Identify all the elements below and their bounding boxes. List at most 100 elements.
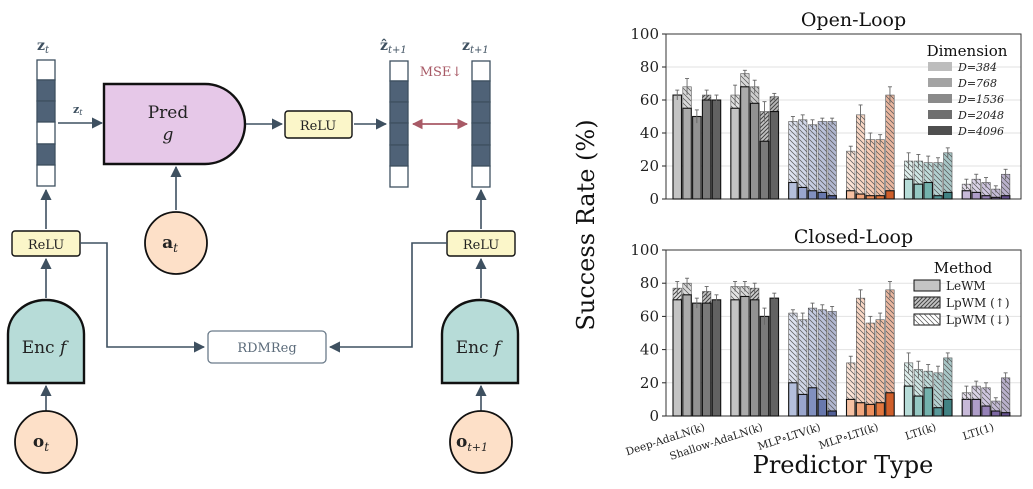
- bar-hatch-pattern: [682, 86, 692, 109]
- y-tick-label: 60: [640, 307, 659, 325]
- bar-hatch-pattern: [856, 114, 865, 195]
- bar: [769, 111, 780, 200]
- z-next-vector: [471, 60, 491, 188]
- bar: [855, 193, 866, 200]
- relu-label-pred: ReLU: [300, 119, 336, 134]
- z-t-arrow-label: zt: [73, 103, 83, 117]
- bar: [885, 190, 895, 200]
- bar-hatch-pattern: [760, 111, 769, 142]
- bar: [903, 385, 914, 417]
- bar: [788, 382, 798, 417]
- bar-hatch-pattern: [818, 121, 827, 193]
- bar: [672, 94, 683, 200]
- bar-hatch-pattern: [933, 162, 943, 196]
- z-t-vector: [36, 59, 56, 187]
- y-tick-label: 40: [640, 124, 659, 142]
- y-tick-label: 20: [640, 157, 659, 175]
- bar-hatch-pattern: [827, 311, 837, 412]
- bar: [865, 403, 876, 417]
- legend-hatch: [914, 297, 940, 308]
- x-tick-label: MLP∘LTI(k): [817, 421, 879, 451]
- y-tick-label: 80: [640, 58, 659, 76]
- bar-hatch-pattern: [740, 73, 750, 87]
- bar: [730, 299, 740, 417]
- bar: [730, 107, 740, 200]
- plot-frame: [665, 249, 1022, 417]
- observation-node-t: [14, 410, 78, 474]
- y-tick-label: 100: [630, 241, 659, 259]
- legend-item: D=4096: [957, 125, 1004, 138]
- bar: [961, 190, 972, 200]
- bar: [817, 191, 828, 200]
- chart-panel-closed-loop: 020406080100Closed-LoopDeep-AdaLN(k)Shal…: [624, 226, 1022, 463]
- legend-swatch: [928, 110, 952, 119]
- legend-item: D=768: [957, 77, 997, 90]
- y-tick-label: 60: [640, 91, 659, 109]
- y-tick-label: 0: [649, 407, 659, 425]
- bar: [875, 195, 885, 200]
- x-tick-label: MLP∘LTV(k): [756, 421, 822, 453]
- bar: [701, 302, 712, 417]
- legend-item: D=2048: [957, 109, 1004, 122]
- y-tick-label: 40: [640, 341, 659, 359]
- action-label: at: [162, 233, 178, 255]
- y-tick-label: 0: [649, 190, 659, 208]
- bar-hatch-pattern: [866, 139, 875, 196]
- bar: [855, 402, 866, 417]
- bar: [788, 181, 798, 200]
- bar-hatch-pattern: [798, 119, 807, 188]
- bar-hatch-pattern: [914, 161, 923, 185]
- encoder-label-right: Enc f: [456, 338, 503, 358]
- bar: [1000, 195, 1011, 200]
- chart-title: Closed-Loop: [794, 226, 913, 248]
- relu-box-pred: [284, 110, 353, 139]
- bar: [981, 405, 991, 417]
- legend-swatch: [913, 279, 941, 292]
- bar-hatch-pattern: [981, 182, 991, 196]
- rdmreg-label: RDMReg: [237, 341, 296, 356]
- observation-label-t-plus-1: ot+1: [456, 432, 488, 454]
- bar-hatch-pattern: [991, 189, 1001, 198]
- bar-hatch-pattern: [750, 86, 759, 104]
- bar: [749, 299, 760, 417]
- bar: [711, 99, 722, 200]
- bar: [845, 190, 856, 200]
- z-next-label: zt+1: [462, 38, 489, 56]
- bar: [701, 99, 712, 200]
- observation-label-t: ot: [33, 432, 49, 454]
- y-tick-label: 20: [640, 374, 659, 392]
- plot-frame: [665, 33, 1022, 200]
- bar: [807, 387, 818, 417]
- bar: [749, 102, 760, 200]
- rdmreg-box: [207, 330, 327, 364]
- legend-item: D=1536: [957, 93, 1004, 106]
- bar: [797, 393, 808, 417]
- y-axis-label: Success Rate (%): [572, 119, 600, 330]
- relu-label-right: ReLU: [463, 238, 499, 253]
- bar: [682, 294, 692, 417]
- bar: [845, 398, 856, 417]
- y-tick-label: 100: [630, 25, 659, 43]
- x-tick-label: LTI(k): [904, 421, 938, 442]
- zhat-label: ẑt+1: [380, 38, 407, 56]
- bar: [923, 387, 933, 417]
- bar: [865, 195, 876, 200]
- bar-hatch-pattern: [914, 369, 923, 397]
- y-tick-label: 80: [640, 274, 659, 292]
- bar-hatch-pattern: [933, 372, 943, 408]
- legend-item: LpWM (↓): [946, 313, 1010, 327]
- bar-hatch-pattern: [943, 357, 953, 400]
- bar: [740, 86, 750, 200]
- bar: [740, 295, 750, 417]
- bar: [903, 178, 914, 200]
- legend-swatch: [928, 78, 952, 87]
- bar-hatch-pattern: [875, 319, 885, 403]
- chart-title: Open-Loop: [801, 9, 906, 31]
- right-relu-to-rdmreg-arrow: [328, 242, 447, 353]
- bar: [711, 299, 722, 417]
- bar: [1000, 412, 1011, 417]
- success-rate-charts: 020406080100Open-LoopDimensionD=384D=768…: [572, 9, 1022, 479]
- encoder-block-right: [440, 298, 520, 385]
- bar-hatch-pattern: [818, 309, 827, 400]
